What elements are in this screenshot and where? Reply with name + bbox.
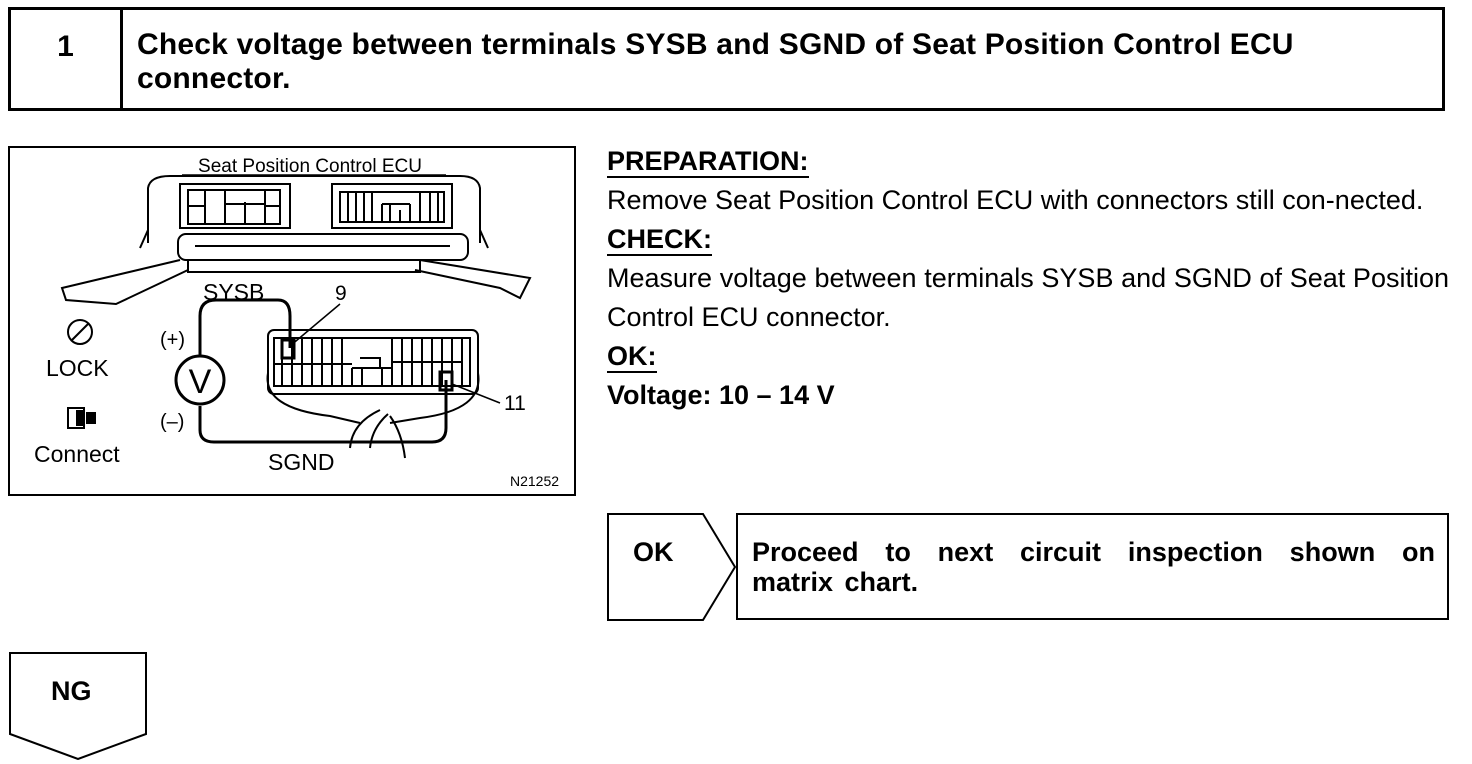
connector-icon — [67, 407, 96, 429]
check-heading: CHECK: — [607, 224, 712, 256]
step-header: 1 Check voltage between terminals SYSB a… — [8, 7, 1445, 111]
ng-result-tag: NG — [9, 652, 147, 760]
instructions: PREPARATION: Remove Seat Position Contro… — [607, 142, 1449, 415]
ecu-diagram: Seat Position Control ECU — [34, 156, 559, 489]
ok-label: OK — [633, 537, 674, 567]
sgnd-label: SGND — [268, 449, 334, 475]
sysb-label: SYSB — [203, 279, 264, 305]
ok-heading: OK: — [607, 341, 657, 373]
voltmeter-icon: V — [174, 354, 226, 406]
ng-label: NG — [51, 676, 92, 706]
minus-label: (–) — [160, 411, 184, 433]
ok-action: Proceed to next circuit inspection shown… — [736, 513, 1449, 620]
figure-code: N21252 — [510, 473, 559, 489]
terminal-11-label: 11 — [504, 392, 526, 415]
connect-label: Connect — [34, 441, 120, 467]
preparation-text: Remove Seat Position Control ECU with co… — [607, 185, 1424, 215]
check-text: Measure voltage between terminals SYSB a… — [607, 263, 1449, 332]
ok-spec: Voltage: 10 – 14 V — [607, 380, 835, 410]
step-title: Check voltage between terminals SYSB and… — [137, 28, 1294, 95]
ok-result-tag: OK — [607, 513, 737, 621]
harness-connector — [266, 329, 480, 459]
ecu-label: Seat Position Control ECU — [198, 156, 422, 177]
lock-label: LOCK — [46, 355, 109, 381]
terminal-9-label: 9 — [335, 282, 347, 305]
ecu-body — [60, 175, 532, 306]
voltmeter-label: V — [189, 363, 212, 401]
preparation-heading: PREPARATION: — [607, 146, 809, 178]
ecu-connector-figure: Seat Position Control ECU — [8, 146, 576, 496]
step-number: 1 — [11, 10, 123, 108]
plus-label: (+) — [160, 329, 185, 351]
lock-icon — [67, 319, 93, 345]
test-leads — [198, 298, 448, 444]
